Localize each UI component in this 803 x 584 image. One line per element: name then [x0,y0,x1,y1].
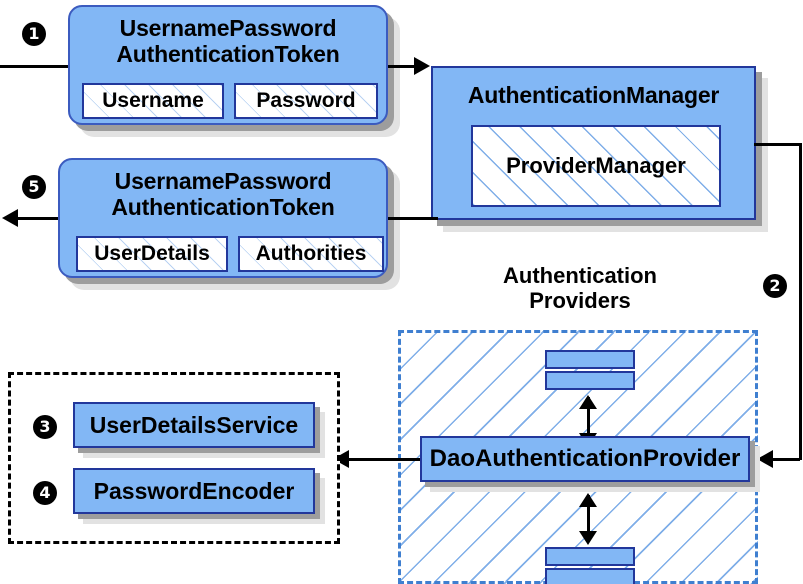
response-token-title-line2: AuthenticationToken [111,193,335,220]
chip-password-label: Password [256,89,356,112]
token-to-manager-arrowhead [414,57,430,75]
chip-authorities: Authorities [238,236,384,272]
manager-to-providers-bottom-segment [772,458,800,461]
badge-2: 2 [763,274,787,298]
response-token-box: UsernamePassword AuthenticationToken Use… [58,158,388,278]
response-token-title: UsernamePassword AuthenticationToken [60,160,386,220]
provider-to-dependencies-line [348,458,420,461]
badge-3: 3 [33,415,57,439]
top-provider-connector-line [587,397,590,443]
authentication-manager-title: AuthenticationManager [467,82,720,108]
inbound-request-line [0,65,70,68]
authentication-providers-title-line1: Authentication [503,263,657,288]
badge-1: 1 [22,22,46,46]
authentication-providers-title: Authentication Providers [440,263,720,313]
provider-manager-label: ProviderManager [506,153,686,178]
response-token-title-line1: UsernamePassword [114,168,332,194]
request-token-title: UsernamePassword AuthenticationToken [70,7,386,67]
chip-userdetails: UserDetails [76,236,228,272]
badge-4: 4 [33,481,57,505]
authentication-manager-box: AuthenticationManager ProviderManager [431,66,756,220]
chip-authorities-label: Authorities [255,242,367,265]
response-return-arrowhead [2,209,18,227]
chip-username: Username [82,83,224,119]
dependencies-group: 3 UserDetailsService 4 PasswordEncoder [8,372,340,544]
provider-placeholder-bottom-bar-1 [545,547,635,566]
provider-placeholder-bottom-bar-2 [545,568,635,584]
bottom-provider-connector-arrow-down [579,531,597,545]
provider-placeholder-top-bar-1 [545,350,635,369]
dao-authentication-provider-box: DaoAuthenticationProvider [420,436,750,482]
request-token-title-line2: AuthenticationToken [116,40,340,67]
password-encoder-label: PasswordEncoder [93,477,295,504]
manager-to-providers-vertical-segment [799,143,802,460]
manager-to-providers-top-segment [754,143,802,146]
chip-userdetails-label: UserDetails [94,242,210,265]
chip-password: Password [234,83,378,119]
bottom-provider-connector-line [587,495,590,541]
provider-manager-box: ProviderManager [471,125,721,207]
password-encoder-box: PasswordEncoder [73,468,315,514]
request-token-title-line1: UsernamePassword [119,15,337,41]
request-token-box: UsernamePassword AuthenticationToken Use… [68,5,388,125]
authentication-providers-title-line2: Providers [529,287,631,313]
chip-username-label: Username [102,89,204,112]
provider-placeholder-top-bar-2 [545,371,635,390]
manager-to-providers-arrowhead [757,450,773,468]
badge-5: 5 [22,175,46,199]
response-return-line [16,217,72,220]
user-details-service-box: UserDetailsService [73,402,315,448]
dao-authentication-provider-label: DaoAuthenticationProvider [429,445,741,472]
bottom-provider-connector-arrow-up [579,493,597,507]
top-provider-connector-arrow-up [579,395,597,409]
token-to-manager-line [388,65,422,68]
user-details-service-label: UserDetailsService [89,411,299,438]
manager-to-response-line [388,217,438,220]
